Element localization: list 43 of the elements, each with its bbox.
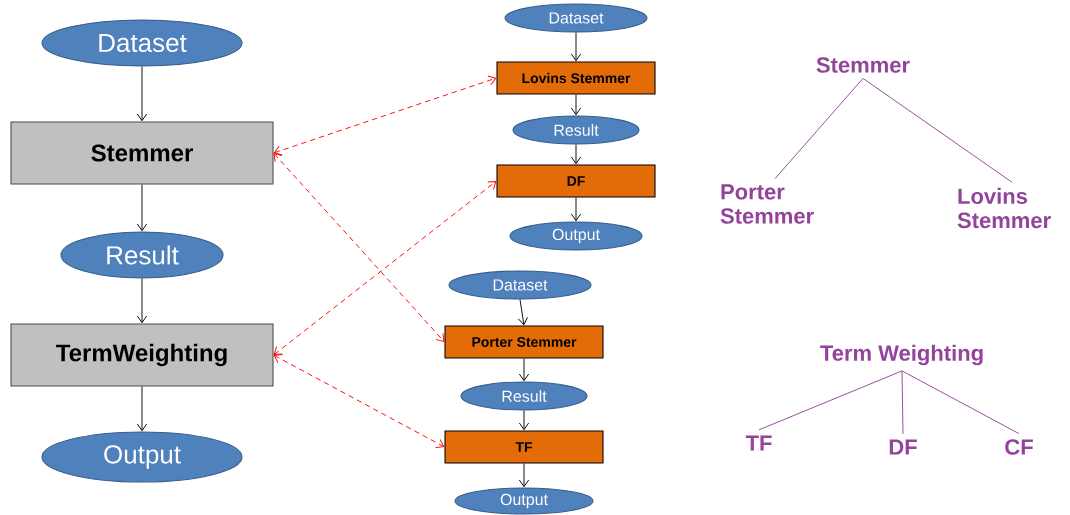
process-box: TF (444, 430, 604, 464)
dashed-arrow (273, 75, 497, 156)
ellipse-node: Dataset (41, 19, 243, 67)
ellipse-node: Result (60, 231, 224, 279)
arrow (136, 278, 148, 324)
tree-label: CF (1005, 439, 1033, 455)
dashed-arrow (273, 153, 445, 342)
arrow (570, 197, 582, 222)
tree-label: Stemmer (816, 57, 910, 73)
arrow (517, 299, 528, 326)
tree-label: TF (745, 435, 772, 451)
dashed-arrow (273, 353, 445, 449)
arrow (136, 184, 148, 232)
tree-line (774, 77, 864, 180)
arrow (518, 358, 530, 382)
arrow (570, 32, 582, 62)
arrow (518, 463, 530, 488)
arrow (518, 410, 530, 431)
tree-line (901, 370, 904, 435)
process-box: Lovins Stemmer (496, 61, 656, 95)
tree-label: DF (889, 439, 917, 455)
dashed-arrow (273, 181, 497, 355)
tree-label: Lovins Stemmer (957, 187, 1051, 229)
ellipse-node: Output (41, 431, 243, 483)
ellipse-node: Output (454, 487, 594, 515)
ellipse-node: Result (460, 381, 588, 411)
process-box: Stemmer (10, 121, 274, 185)
process-box: Porter Stemmer (444, 325, 604, 359)
tree-label: Porter Stemmer (720, 184, 814, 224)
arrow (570, 144, 582, 165)
arrow (136, 66, 148, 122)
tree-label: Term Weighting (820, 344, 983, 366)
process-box: TermWeighting (10, 323, 274, 387)
tree-line (862, 77, 1013, 183)
ellipse-node: Output (509, 221, 643, 251)
ellipse-node: Dataset (448, 270, 592, 300)
process-box: DF (496, 164, 656, 198)
ellipse-node: Result (512, 115, 640, 145)
tree-line (758, 370, 903, 431)
ellipse-node: Dataset (504, 3, 648, 33)
arrow (136, 386, 148, 432)
tree-line (901, 370, 1020, 435)
arrow (570, 94, 582, 116)
